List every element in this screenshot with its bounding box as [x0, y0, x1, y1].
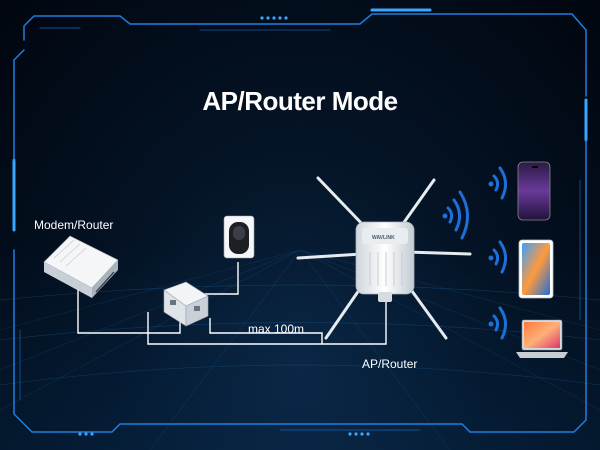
- power-adapter-icon: [223, 215, 255, 259]
- ap-router-icon: [296, 176, 472, 340]
- diagram-title: AP/Router Mode: [202, 86, 398, 116]
- modem-icon: [43, 235, 119, 298]
- frame-dots: [78, 16, 370, 436]
- tablet-icon: [518, 239, 554, 299]
- poe-injector-icon: [163, 281, 209, 327]
- device-brand-logo: WAVLINK: [372, 235, 395, 241]
- modem-router-label: Modem/Router: [34, 218, 114, 232]
- phone-icon: [517, 161, 551, 221]
- wifi-signal-icon: [446, 166, 507, 340]
- ethernet-cables: [77, 262, 387, 345]
- ap-router-label: AP/Router: [362, 357, 418, 371]
- hud-frame: [12, 8, 588, 433]
- laptop-icon: [516, 319, 568, 358]
- cable-distance-label: max 100m: [248, 322, 305, 336]
